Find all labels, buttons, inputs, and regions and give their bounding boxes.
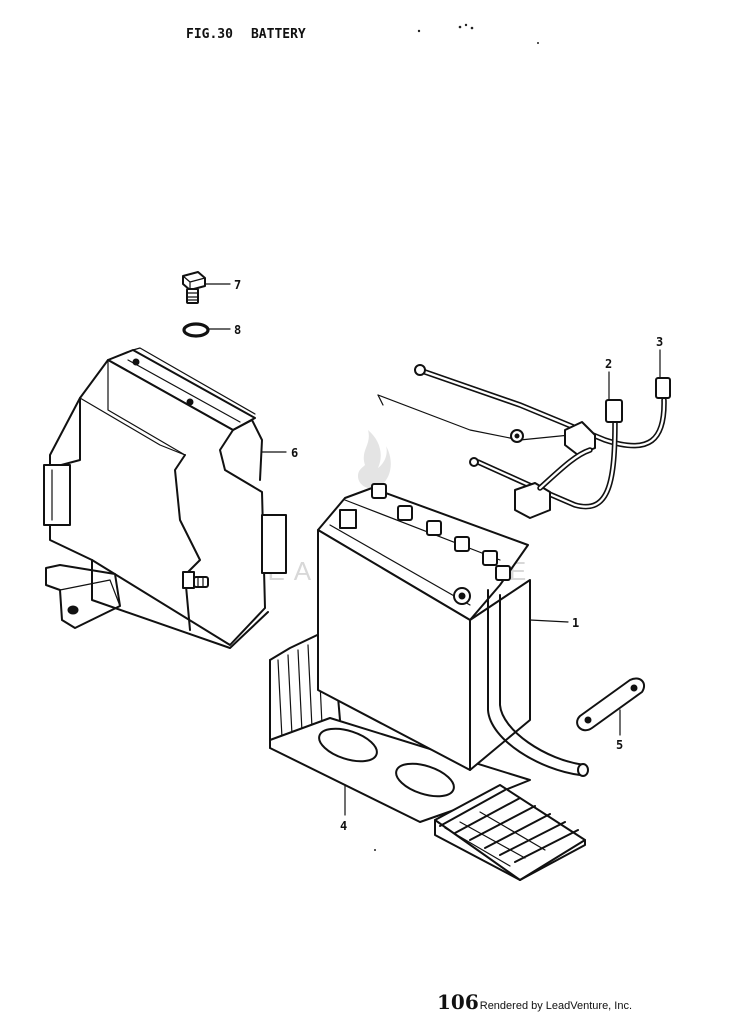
figure-number: FIG.30 bbox=[186, 27, 233, 42]
page-number: 106 bbox=[437, 990, 479, 1014]
callout-3: 3 bbox=[656, 335, 663, 349]
callout-labels: 7 8 6 2 3 1 5 4 bbox=[234, 278, 663, 833]
figure-name: BATTERY bbox=[250, 27, 306, 42]
plate-5 bbox=[576, 677, 646, 736]
battery-caps bbox=[371, 483, 511, 581]
scan-specks bbox=[374, 23, 539, 851]
callout-2: 2 bbox=[605, 357, 612, 371]
battery-tray-4 bbox=[269, 627, 586, 881]
callout-1: 1 bbox=[572, 616, 579, 630]
battery-1 bbox=[317, 483, 589, 777]
callout-6: 6 bbox=[291, 446, 298, 460]
lead-wires-2-3 bbox=[377, 349, 671, 519]
battery-cover-6 bbox=[43, 347, 287, 649]
callout-4: 4 bbox=[340, 819, 347, 833]
washer-8 bbox=[182, 322, 231, 338]
callout-5: 5 bbox=[616, 738, 623, 752]
bolt-7 bbox=[182, 271, 231, 304]
callout-8: 8 bbox=[234, 323, 241, 337]
figure-title: FIG.30 BATTERY bbox=[186, 27, 306, 42]
callout-7: 7 bbox=[234, 278, 241, 292]
render-credit: Rendered by LeadVenture, Inc. bbox=[479, 1000, 633, 1012]
page-footer: 106Rendered by LeadVenture, Inc. bbox=[437, 990, 632, 1014]
